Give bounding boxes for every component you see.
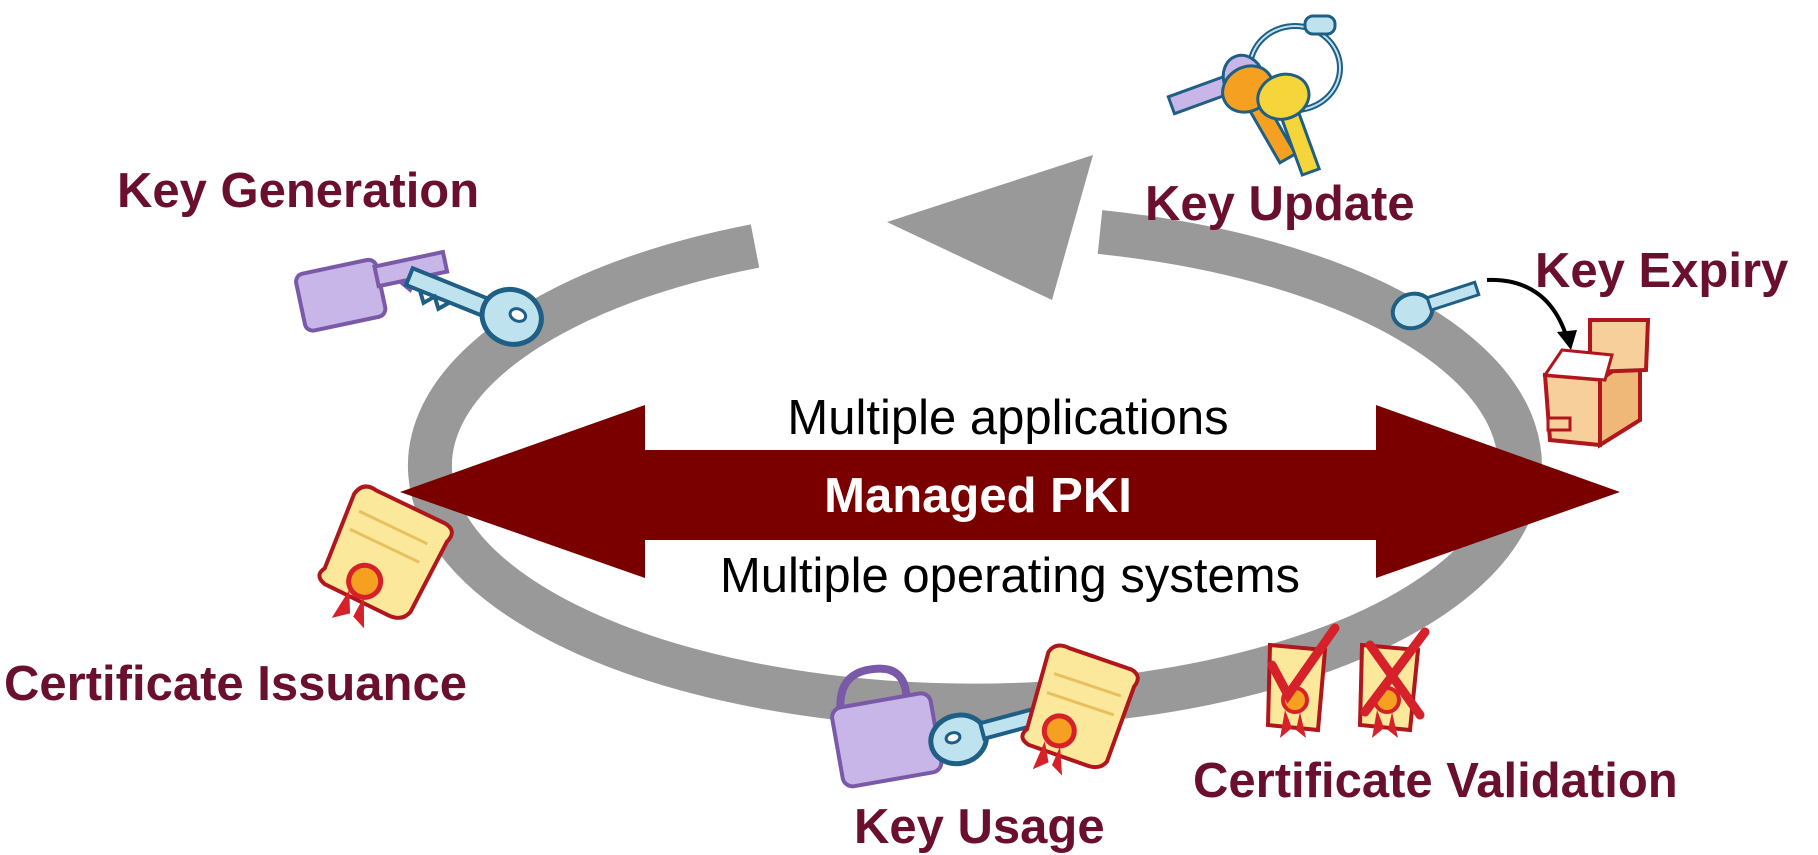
blue-key-icon: [403, 265, 544, 347]
multiple-operating-systems-text: Multiple operating systems: [720, 549, 1300, 603]
key-usage-label: Key Usage: [854, 800, 1105, 854]
multiple-applications-text: Multiple applications: [787, 391, 1228, 445]
key-generation-label: Key Generation: [117, 164, 479, 218]
usage-scroll-icon: [1020, 643, 1140, 776]
certificate-validation-label: Certificate Validation: [1193, 754, 1678, 808]
key-expiry-label: Key Expiry: [1535, 244, 1788, 298]
cross-mark-icon: [1360, 627, 1430, 720]
certificate-scroll-icon: [317, 484, 454, 629]
expiry-arrow-icon: [1486, 277, 1577, 350]
managed-pki-title: Managed PKI: [824, 469, 1132, 523]
managed-pki-double-arrow: [400, 405, 1620, 578]
open-box-icon: [1542, 318, 1651, 449]
lifecycle-cycle-arrowhead: [887, 155, 1093, 300]
lifecycle-cycle-ring: [407, 210, 1542, 728]
certificate-issuance-label: Certificate Issuance: [4, 657, 467, 711]
small-blue-key-icon: [1390, 280, 1481, 331]
key-update-label: Key Update: [1145, 177, 1415, 231]
padlock-icon: [830, 664, 944, 789]
keyring-icon: [1166, 14, 1343, 177]
checkmark-icon: [1267, 623, 1340, 704]
